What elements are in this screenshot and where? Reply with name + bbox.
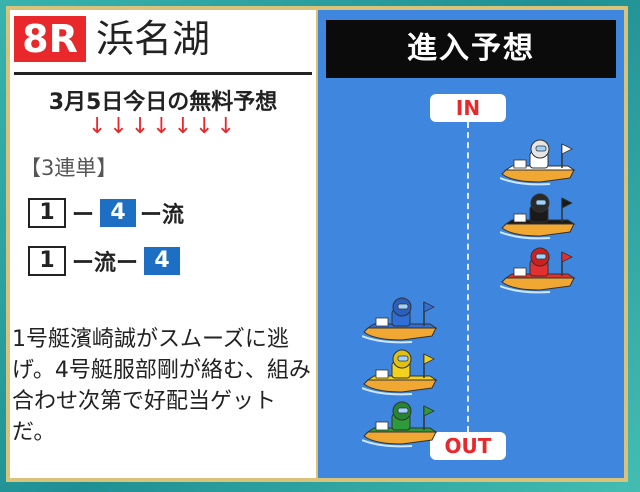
boat-number-box: 4 [144,247,181,275]
out-label: OUT [430,432,506,460]
bet-line-1: 1 ー 4 ー流 [28,198,184,228]
down-arrows: ↓↓↓↓↓↓↓ [87,114,239,139]
prediction-panel: 8R 浜名湖 3月5日今日の無料予想 ↓↓↓↓↓↓↓ 【3連単】 1 ー 4 ー… [10,10,316,478]
boat-number-box: 4 [100,199,137,227]
bet-type-label: 【3連単】 [20,156,118,180]
prediction-comment: 1号艇濱崎誠がスムーズに逃げ。4号艇服部剛が絡む、組み合わせ次第で好配当ゲットだ… [12,327,311,445]
racing-boat-icon [500,139,576,186]
boat-number-box: 1 [28,198,66,228]
entry-title: 進入予想 [326,20,616,78]
in-label: IN [430,94,506,122]
racing-boat-icon [500,193,576,240]
header-divider [14,72,312,75]
course-line [467,122,469,432]
boat-number-box: 1 [28,246,66,276]
racing-boat-icon [500,247,576,294]
racing-boat-icon [362,349,438,396]
dash: ー [72,203,95,228]
flow-text: ー流ー [72,251,139,276]
entry-prediction-panel: 進入予想 IN OUT [318,10,624,478]
racing-boat-icon [362,401,438,448]
race-number-badge: 8R [14,16,86,62]
racing-boat-icon [362,297,438,344]
venue-name: 浜名湖 [96,17,211,61]
bet-line-2: 1 ー流ー 4 [28,246,181,276]
flow-text: ー流 [140,203,185,228]
date-heading: 3月5日今日の無料予想 [48,90,278,115]
